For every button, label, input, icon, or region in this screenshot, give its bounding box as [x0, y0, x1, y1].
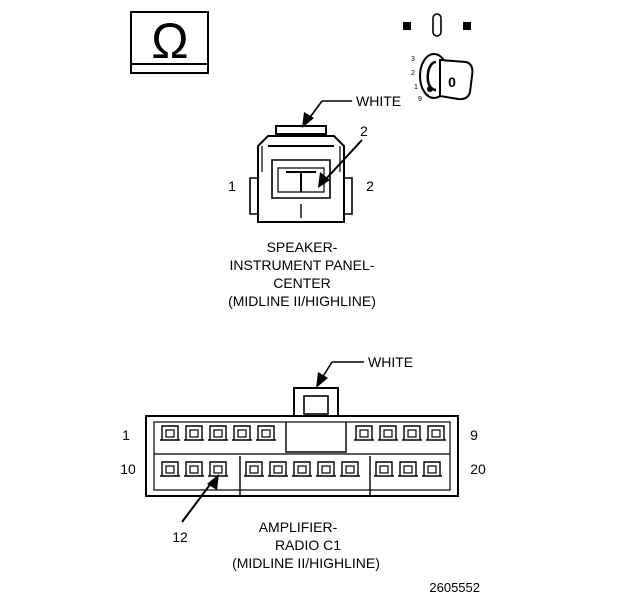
figure-number: 2605552 [429, 580, 480, 595]
speaker-pin-left: 1 [228, 178, 236, 194]
amplifier-terminal-cavity [268, 461, 288, 477]
speaker-title-line-4: (MIDLINE II/HIGHLINE) [228, 293, 376, 309]
speaker-pin2-callout: 2 [318, 123, 368, 188]
ignition-position-2: 2 [411, 70, 415, 77]
amplifier-terminal-cavity [232, 425, 252, 441]
amplifier-connector [145, 387, 459, 497]
amplifier-terminal-cavity [208, 425, 228, 441]
amplifier-terminal-cavities [160, 425, 446, 477]
amplifier-connector-color-label: WHITE [368, 354, 413, 370]
amplifier-terminal-cavity [292, 461, 312, 477]
amplifier-terminal-cavity [422, 461, 442, 477]
speaker-title-line-2: INSTRUMENT PANEL- [230, 257, 375, 273]
amplifier-terminal-cavity [184, 461, 204, 477]
amplifier-terminal-cavity [256, 425, 276, 441]
speaker-title-line-3: CENTER [273, 275, 331, 291]
amplifier-terminal-cavity [354, 425, 374, 441]
amplifier-pin-bottom-right: 20 [470, 461, 486, 477]
amplifier-title: AMPLIFIER- RADIO C1 (MIDLINE II/HIGHLINE… [232, 519, 380, 571]
amplifier-title-line-3: (MIDLINE II/HIGHLINE) [232, 555, 380, 571]
amplifier-pin-top-left: 1 [122, 427, 130, 443]
amplifier-title-line-2: RADIO C1 [275, 537, 341, 553]
amplifier-terminal-cavity [244, 461, 264, 477]
ignition-position-1: 1 [414, 84, 418, 91]
amplifier-pin12-callout: 12 [172, 474, 219, 545]
amplifier-pin-top-right: 9 [470, 427, 478, 443]
speaker-connector [249, 125, 353, 223]
speaker-connector-color-label: WHITE [356, 93, 401, 109]
amplifier-callout-pin: 12 [172, 529, 188, 545]
speaker-pin-right: 2 [366, 178, 374, 194]
amplifier-terminal-cavity [160, 461, 180, 477]
speaker-title-line-1: SPEAKER- [267, 239, 338, 255]
amplifier-terminal-cavity [378, 425, 398, 441]
ignition-position-3: 3 [411, 56, 415, 63]
amplifier-terminal-cavity [402, 425, 422, 441]
ohm-icon: Ω [151, 13, 188, 69]
amplifier-terminal-cavity [316, 461, 336, 477]
amplifier-white-callout: WHITE [316, 354, 413, 388]
amplifier-pin-bottom-left: 10 [120, 461, 136, 477]
amplifier-terminal-cavity [340, 461, 360, 477]
amplifier-terminal-cavity [398, 461, 418, 477]
amplifier-terminal-cavity [160, 425, 180, 441]
amplifier-terminal-cavity [426, 425, 446, 441]
speaker-callout-pin: 2 [360, 123, 368, 139]
speaker-title: SPEAKER- INSTRUMENT PANEL- CENTER (MIDLI… [228, 239, 376, 309]
ohm-symbol-box: Ω [130, 11, 209, 74]
ignition-switch-icon: 0 3 2 1 9 [403, 13, 474, 103]
key-position-label: 0 [448, 74, 456, 90]
amplifier-terminal-cavity [184, 425, 204, 441]
amplifier-terminal-cavity [374, 461, 394, 477]
speaker-white-callout: WHITE [302, 93, 401, 128]
ignition-position-9: 9 [418, 96, 422, 103]
amplifier-title-line-1: AMPLIFIER- [259, 519, 338, 535]
